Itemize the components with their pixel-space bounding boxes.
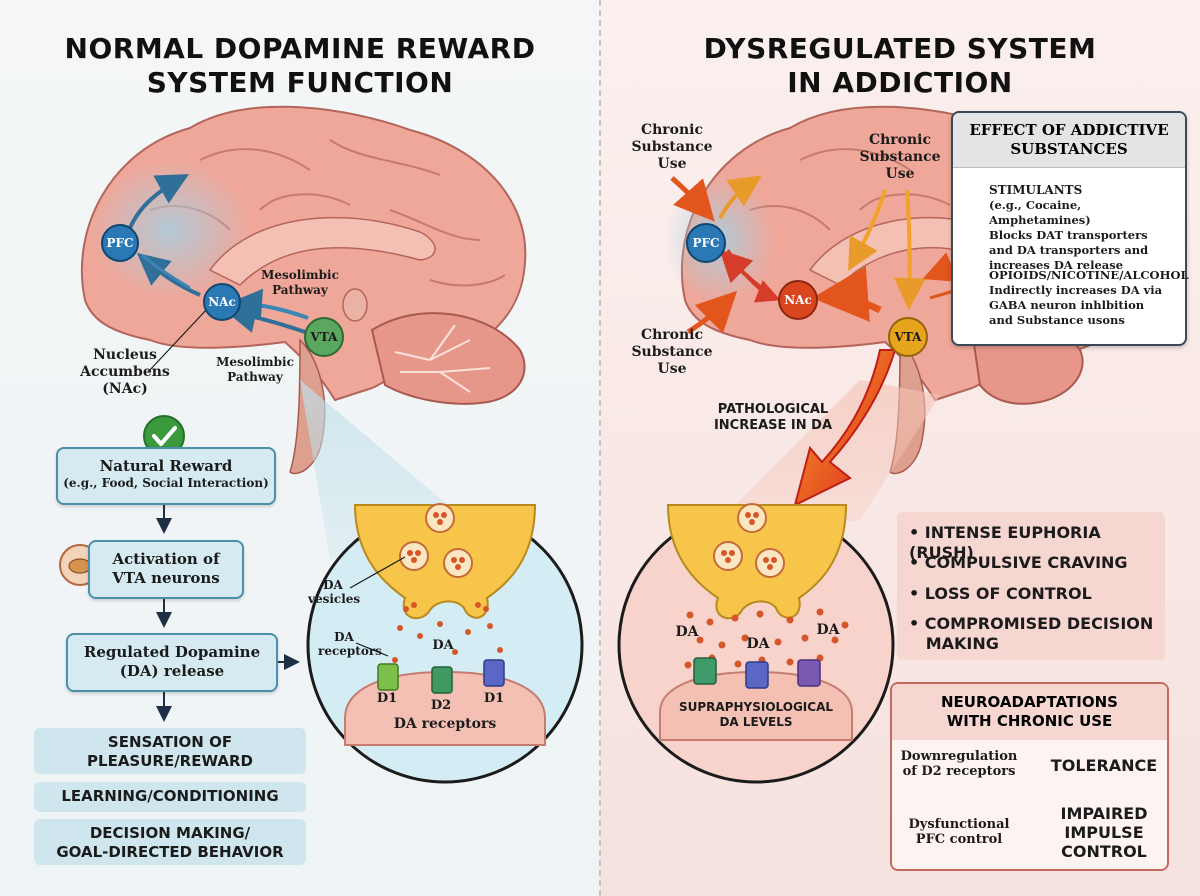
left-title: NORMAL DOPAMINE REWARD SYSTEM FUNCTION (40, 32, 560, 100)
right-pfc-node (686, 223, 726, 263)
left-pathway-arrows (128, 174, 309, 373)
chronic-use-label-2: Chronic Substance Use (859, 132, 941, 182)
opioids-entry: OPIOIDS/NICOTINE/ALCOHOL Indirectly incr… (989, 268, 1189, 328)
right-title-line2: IN ADDICTION (787, 66, 1013, 99)
stimulants-entry: STIMULANTS (e.g., Cocaine, Amphetamines)… (989, 183, 1179, 273)
addiction-symptoms-box: • INTENSE EUPHORIA (RUSH) • COMPULSIVE C… (897, 512, 1165, 660)
right-nac-node (778, 280, 818, 320)
left-pfc-node (101, 224, 139, 262)
left-flow-arrows (156, 504, 300, 722)
receptor-d1-a-label: D1 (376, 691, 398, 706)
right-pathway-arrows (718, 175, 882, 322)
da-vesicles-label: DA vesicles (308, 578, 361, 606)
da-receptors-pointer-label: DA receptors (318, 630, 382, 658)
natural-reward-box: Natural Reward (e.g., Food, Social Inter… (56, 447, 276, 505)
supraphysiological-caption: SUPRAPHYSIOLOGICAL DA LEVELS (678, 700, 834, 729)
receptor-d1-b-label: D1 (483, 691, 505, 706)
right-title: DYSREGULATED SYSTEM IN ADDICTION (640, 32, 1160, 100)
stimulants-name: STIMULANTS (989, 183, 1083, 197)
left-da-label: DA (432, 638, 454, 653)
pathological-arrow (793, 349, 897, 507)
chronic-use-label-3: Chronic Substance Use (631, 327, 713, 377)
left-synapse (306, 503, 584, 784)
left-vta-node (304, 317, 344, 357)
pathological-increase-label: PATHOLOGICAL INCREASE IN DA (713, 402, 833, 433)
left-pfc-label: PFC (106, 236, 134, 250)
activation-box: Activation of VTA neurons (88, 540, 244, 599)
left-title-line2: SYSTEM FUNCTION (146, 66, 454, 99)
right-title-line1: DYSREGULATED SYSTEM (703, 32, 1097, 65)
right-vta-node (888, 317, 928, 357)
opioids-description: Indirectly increases DA via GABA neuron … (989, 283, 1163, 327)
left-title-line1: NORMAL DOPAMINE REWARD (64, 32, 536, 65)
left-nac-node (203, 283, 241, 321)
downregulation-text: Downregulation of D2 receptors (900, 749, 1018, 779)
activation-text: Activation of VTA neurons (112, 550, 220, 587)
mesolimbic-lower-label: Mesolimbic Pathway (216, 355, 294, 384)
effect-of-substances-box: EFFECT OF ADDICTIVE SUBSTANCES STIMULANT… (951, 111, 1189, 346)
symptom-euphoria: • INTENSE EUPHORIA (RUSH) (909, 523, 1101, 562)
da-receptors-caption: DA receptors (393, 716, 497, 732)
right-vta-label: VTA (894, 330, 922, 344)
regulated-release-text: Regulated Dopamine (DA) release (83, 643, 261, 680)
effect-box-title: EFFECT OF ADDICTIVE SUBSTANCES (953, 113, 1185, 168)
right-da-left-label: DA (675, 624, 699, 640)
regulated-release-box: Regulated Dopamine (DA) release (66, 633, 278, 692)
symptom-craving: • COMPULSIVE CRAVING (909, 553, 1128, 572)
dysfunctional-pfc-text: Dysfunctional PFC control (908, 817, 1010, 847)
right-pfc-label: PFC (692, 236, 720, 250)
right-synapse (617, 503, 895, 784)
nucleus-accumbens-label: Nucleus Accumbens (NAc) (80, 347, 170, 397)
neuroadaptations-box: NEUROADAPTATIONS WITH CHRONIC USE Downre… (890, 682, 1169, 871)
receptor-d2-label: D2 (430, 698, 452, 713)
impaired-impulse-text: IMPAIRED IMPULSE CONTROL (1060, 804, 1148, 861)
chronic-use-label-1: Chronic Substance Use (631, 122, 713, 172)
outcome-decision: DECISION MAKING/ GOAL-DIRECTED BEHAVIOR (34, 819, 306, 865)
opioids-name: OPIOIDS/NICOTINE/ALCOHOL (989, 268, 1189, 282)
right-nac-label: NAc (784, 293, 812, 307)
outcome-pleasure: SENSATION OF PLEASURE/REWARD (34, 728, 306, 774)
panel-divider (599, 0, 601, 896)
natural-reward-title: Natural Reward (99, 457, 233, 475)
left-brain (80, 105, 527, 560)
stimulants-description: (e.g., Cocaine, Amphetamines) Blocks DAT… (989, 198, 1149, 272)
left-vta-label: VTA (310, 330, 338, 344)
tolerance-text: TOLERANCE (1050, 756, 1158, 775)
outcome-learning: LEARNING/CONDITIONING (34, 782, 306, 812)
right-da-right-label: DA (816, 622, 840, 638)
right-da-center-label: DA (746, 636, 770, 652)
mesolimbic-upper-label: Mesolimbic Pathway (261, 268, 339, 297)
left-nac-label: NAc (208, 295, 236, 309)
symptom-decision-making: • COMPROMISED DECISION MAKING (909, 614, 1154, 653)
neuroadaptations-title: NEUROADAPTATIONS WITH CHRONIC USE (892, 684, 1167, 740)
natural-reward-subtitle: (e.g., Food, Social Interaction) (63, 476, 269, 490)
symptom-loss-of-control: • LOSS OF CONTROL (909, 584, 1092, 603)
